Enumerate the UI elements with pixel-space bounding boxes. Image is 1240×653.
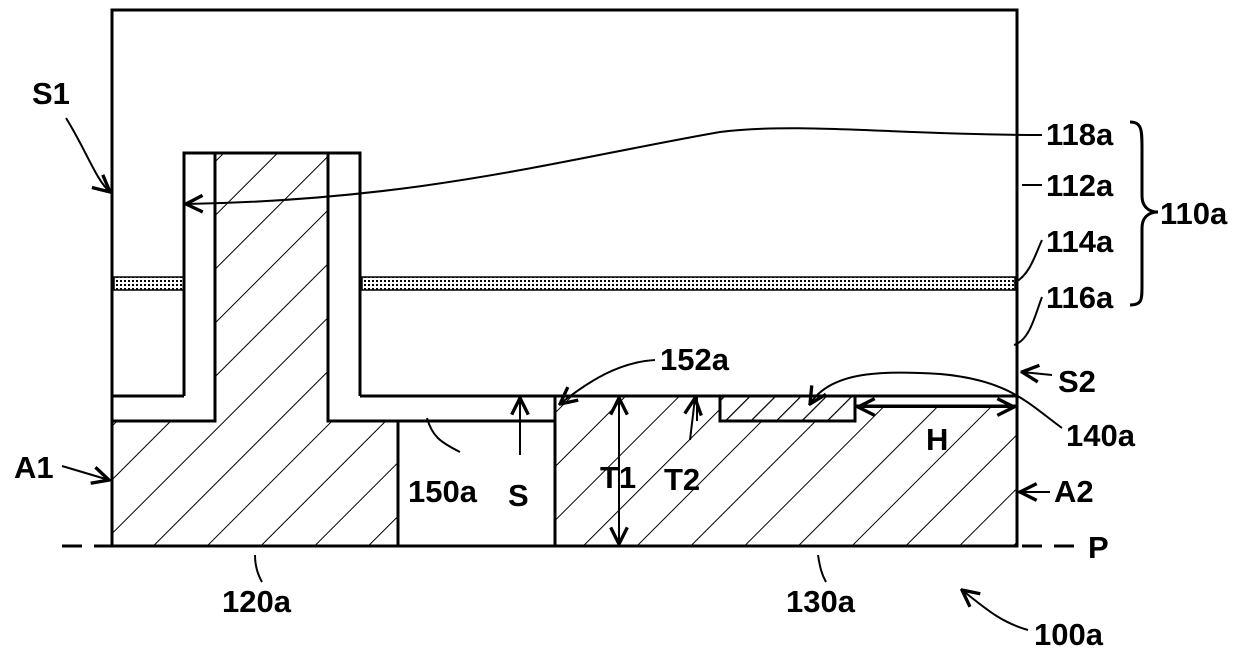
label-140a: 140a (1066, 418, 1136, 453)
leader-150a (427, 418, 460, 452)
leader-100a (962, 590, 1028, 630)
label-118a: 118a (1046, 117, 1114, 152)
leader-s1 (66, 118, 110, 192)
label-s1: S1 (32, 76, 70, 111)
pillar-120a (112, 153, 398, 546)
layer-114a-right (362, 277, 1015, 290)
layer-140a (720, 396, 855, 421)
label-t2: T2 (664, 462, 700, 497)
label-t1: T1 (600, 460, 636, 495)
leader-120a (255, 555, 262, 582)
label-120a: 120a (222, 584, 292, 619)
label-116a: 116a (1046, 280, 1114, 315)
label-114a: 114a (1046, 224, 1114, 259)
layer-114a-left (114, 277, 184, 290)
leader-s2 (1022, 372, 1052, 375)
label-130a: 130a (786, 584, 856, 619)
leader-130a (818, 555, 826, 582)
label-112a: 112a (1046, 168, 1114, 203)
label-152a: 152a (660, 342, 730, 377)
label-110a: 110a (1160, 196, 1228, 231)
label-h: H (926, 422, 948, 457)
brace-110a (1130, 122, 1158, 305)
label-a2: A2 (1054, 474, 1094, 509)
label-100a: 100a (1034, 617, 1104, 652)
label-a1: A1 (14, 450, 54, 485)
label-150a: 150a (408, 474, 478, 509)
leader-a1 (62, 466, 109, 480)
label-s: S (508, 478, 529, 513)
label-s2: S2 (1058, 364, 1096, 399)
label-p: P (1088, 530, 1109, 565)
